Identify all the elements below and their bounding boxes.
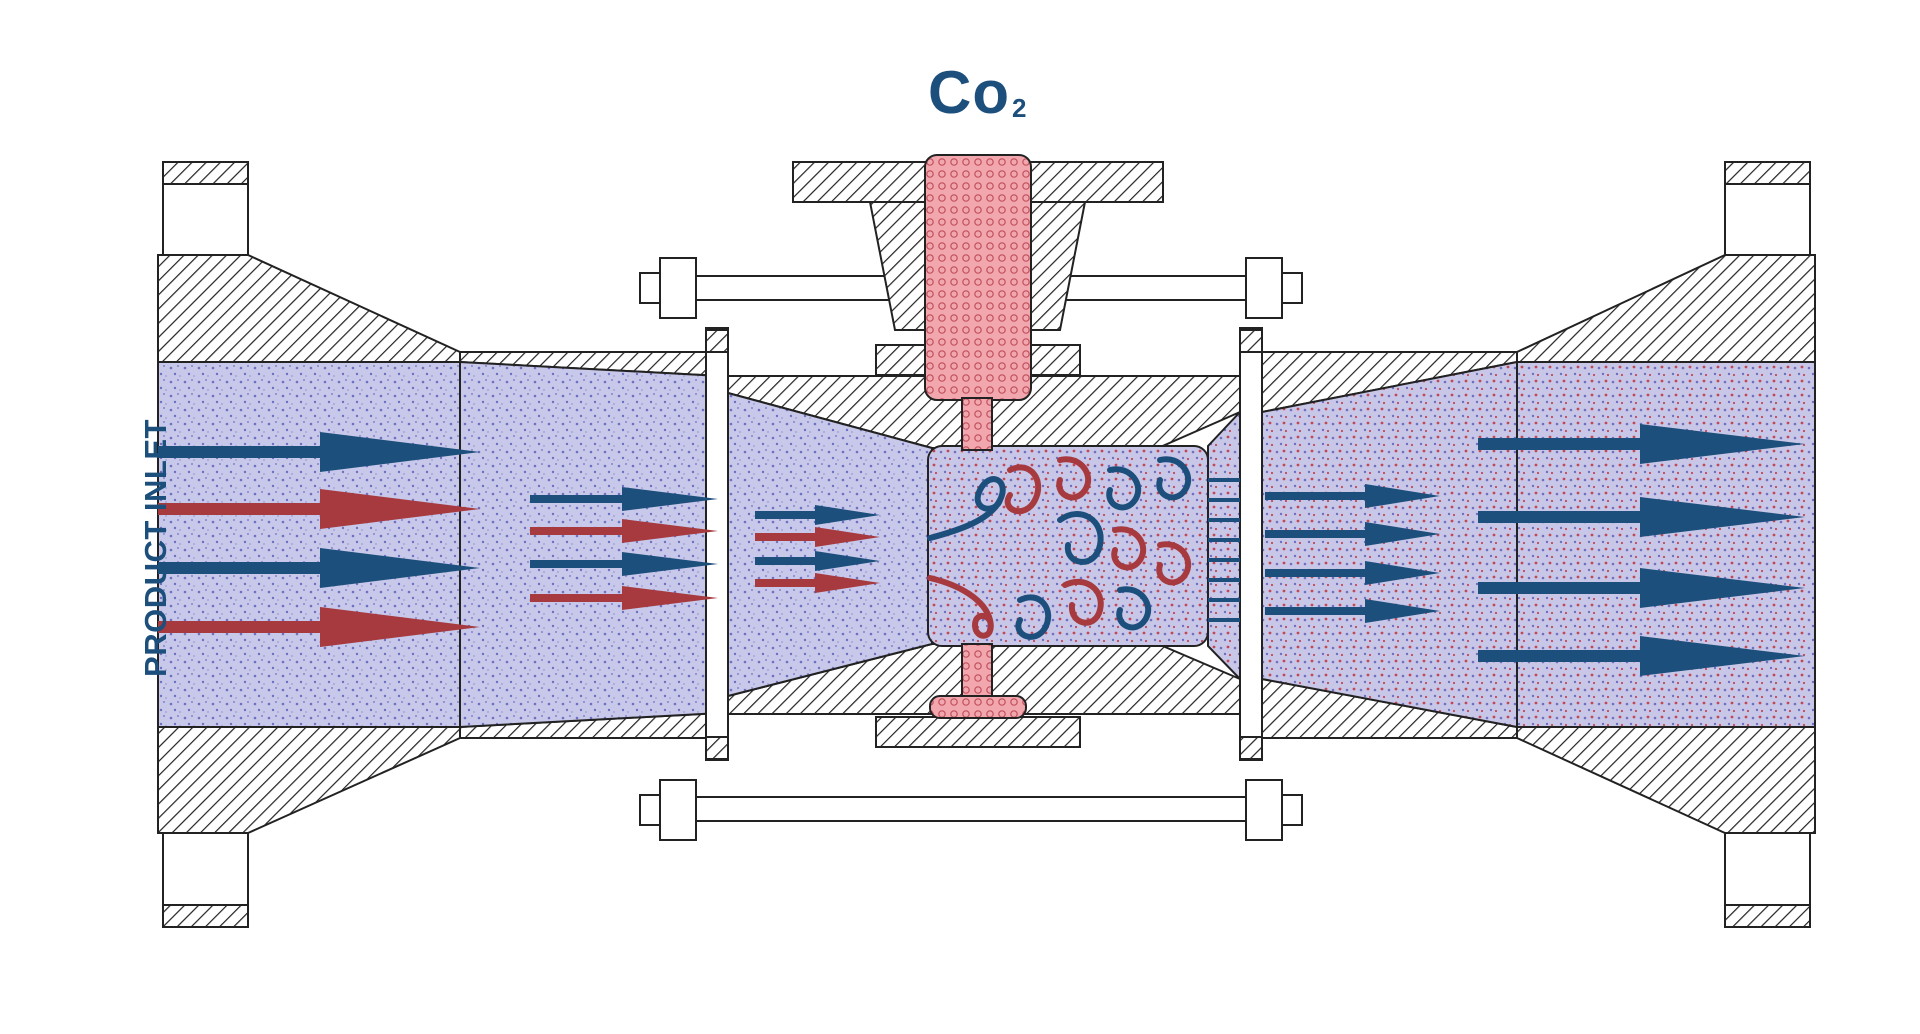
- arrow-blue: [1265, 561, 1440, 585]
- arrow-blue: [530, 487, 718, 511]
- arrow-red: [158, 607, 480, 647]
- diverging-cone: [1261, 351, 1518, 739]
- right-coupling: [1239, 257, 1303, 841]
- gas-label-text: Co: [928, 59, 1010, 126]
- outlet-arrows: [1478, 424, 1805, 676]
- turbulence-swirls: [927, 456, 1192, 640]
- left-coupling: [639, 257, 729, 841]
- arrow-blue: [1265, 522, 1440, 546]
- left-inlet-body: [157, 161, 461, 928]
- arrow-blue: [158, 432, 480, 472]
- converging-arrows: [530, 487, 718, 610]
- co2-nozzle: [792, 154, 1164, 719]
- arrow-blue: [1265, 599, 1440, 623]
- arrow-red: [530, 586, 718, 610]
- arrow-blue: [1478, 497, 1805, 537]
- arrow-red: [158, 489, 480, 529]
- gas-label-subscript: 2: [1011, 93, 1028, 123]
- arrow-blue: [158, 548, 480, 588]
- arrow-blue: [755, 551, 880, 571]
- arrow-blue: [1478, 568, 1805, 608]
- gas-label: Co2: [928, 58, 1027, 127]
- arrow-blue: [1478, 636, 1805, 676]
- inlet-arrows: [158, 432, 480, 647]
- product-inlet-label: PRODUCT INLET: [138, 419, 173, 677]
- converging-cone: [459, 351, 721, 739]
- arrow-blue: [530, 552, 718, 576]
- arrow-blue: [1478, 424, 1805, 464]
- arrow-red: [755, 527, 880, 547]
- arrow-red: [530, 519, 718, 543]
- diverging-arrows: [1265, 484, 1440, 623]
- right-outlet-body: [1516, 161, 1816, 928]
- arrow-blue: [1265, 484, 1440, 508]
- arrow-blue: [755, 505, 880, 525]
- arrow-red: [755, 573, 880, 593]
- throat-arrows: [755, 505, 880, 593]
- chamber-outlet-arrows: [1208, 478, 1240, 622]
